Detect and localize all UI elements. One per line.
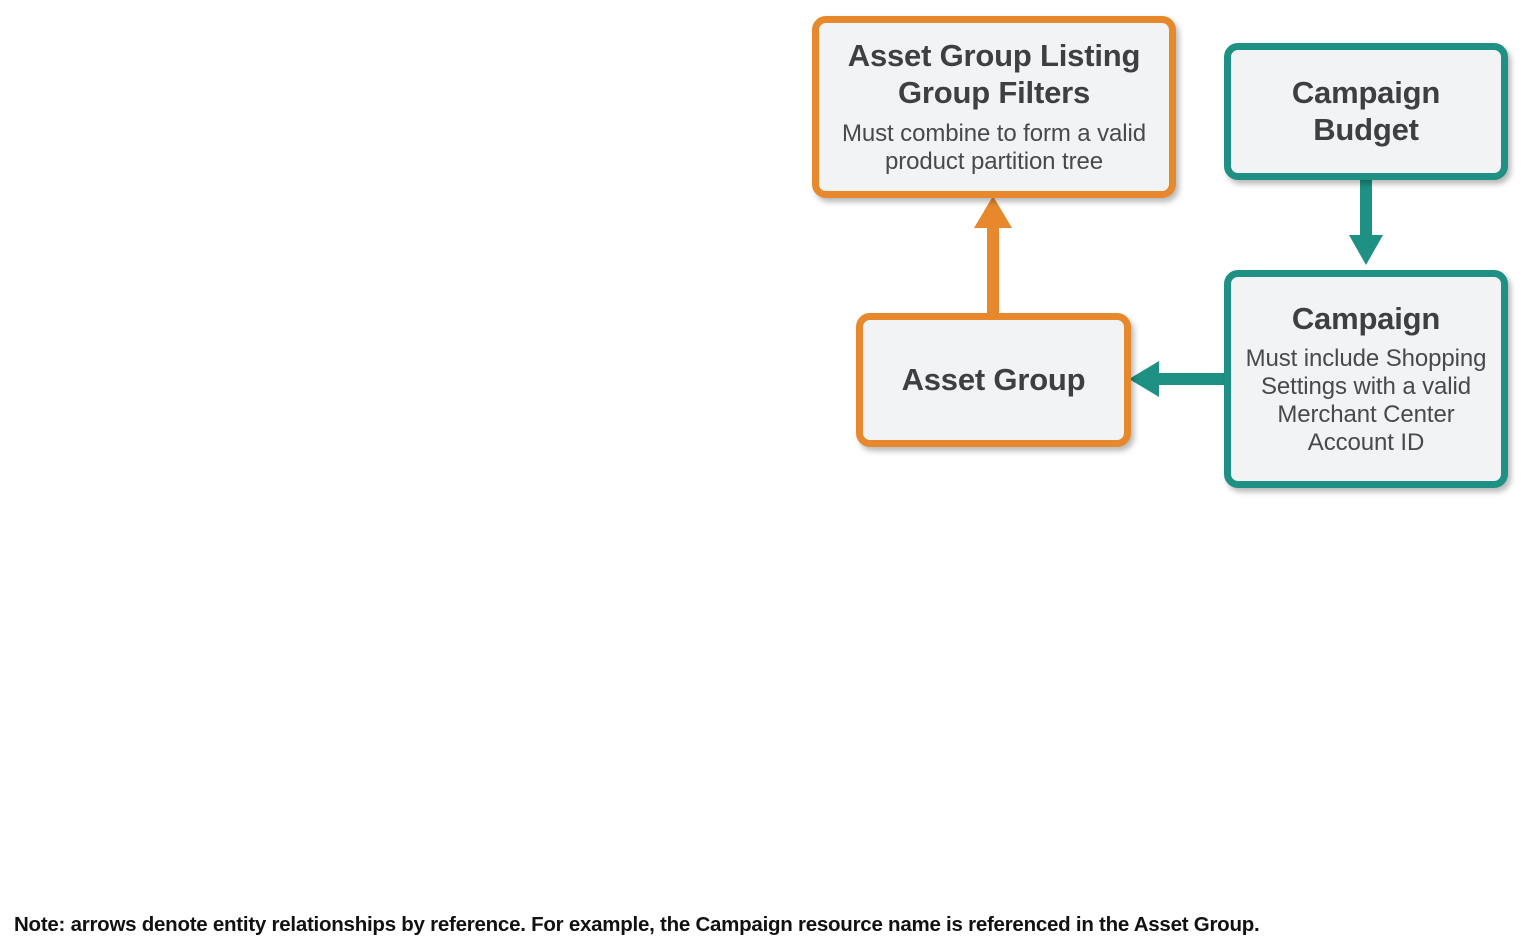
arrow-down-icon [1349,235,1383,265]
node-campaign-budget[interactable]: Campaign Budget [1224,43,1508,180]
node-title: Campaign [1291,301,1441,337]
node-title: Campaign Budget [1291,74,1441,147]
node-asset-group[interactable]: Asset Group [856,313,1131,447]
node-subtitle: Must combine to form a valid product par… [842,119,1146,175]
edge-line [1157,373,1229,385]
arrow-up-icon [974,196,1012,228]
node-title: Asset Group Listing Group Filters [847,38,1141,110]
node-asset-group-listing-group-filters[interactable]: Asset Group Listing Group Filters Must c… [812,16,1176,198]
node-title: Asset Group [901,361,1086,397]
edge-line [987,226,999,316]
node-campaign[interactable]: Campaign Must include Shopping Settings … [1224,270,1508,488]
edge-line [1360,176,1372,238]
diagram-note: Note: arrows denote entity relationships… [14,913,1260,936]
arrow-left-icon [1129,361,1159,397]
node-subtitle: Must include Shopping Settings with a va… [1245,344,1487,456]
